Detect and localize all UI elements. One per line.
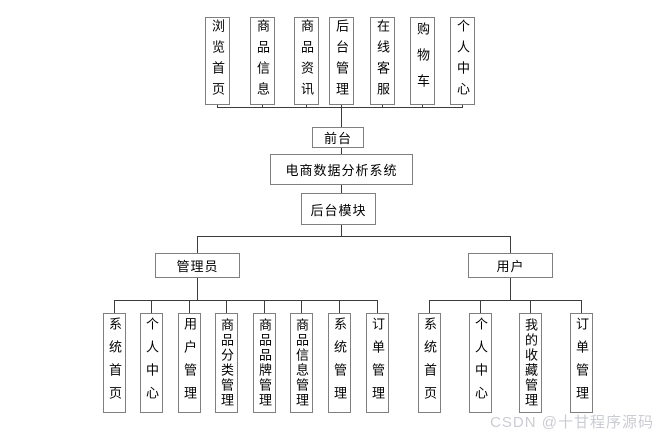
node-label: 电商数据分析系统: [285, 163, 398, 178]
node-admin-user-mgmt: 用户管理: [178, 313, 201, 413]
node-label: 用户: [496, 259, 525, 274]
node-label: 后台管理: [334, 19, 349, 103]
node-user-personal-center: 个人中心: [469, 313, 492, 413]
node-label: 商品分类管理: [219, 318, 234, 408]
node-label: 订单管理: [370, 317, 385, 409]
node-front-module-cart: 购物车: [410, 17, 435, 105]
connector-line: [480, 301, 481, 313]
connector-line: [422, 105, 423, 108]
node-label: 商品品牌管理: [257, 318, 272, 408]
connector-line: [114, 300, 378, 301]
node-admin-product-info-mgmt: 商品信息管理: [290, 313, 313, 413]
node-label: 浏览首页: [210, 19, 225, 103]
connector-line: [341, 105, 342, 108]
node-label: 在线客服: [375, 19, 390, 103]
node-front-module-backstage-mgmt: 后台管理: [329, 17, 354, 105]
node-admin-system-home: 系统首页: [103, 313, 126, 413]
connector-line: [262, 105, 263, 108]
node-label: 我的收藏管理: [523, 318, 538, 408]
node-admin: 管理员: [155, 253, 240, 278]
node-system-root: 电商数据分析系统: [270, 154, 413, 185]
node-label: 系统管理: [332, 317, 347, 409]
connector-line: [189, 301, 190, 313]
connector-line: [306, 105, 307, 108]
connector-line: [581, 301, 582, 313]
node-user: 用户: [468, 253, 553, 278]
connector-line: [114, 301, 115, 313]
connector-line: [377, 301, 378, 313]
connector-line: [530, 301, 531, 313]
node-backend-module: 后台模块: [301, 193, 376, 225]
connector-line: [462, 105, 463, 108]
connector-line: [226, 301, 227, 313]
node-label: 商品资讯: [299, 19, 314, 103]
connector-line: [197, 278, 198, 300]
connector-line: [197, 237, 198, 253]
node-label: 系统首页: [422, 317, 437, 409]
connector-line: [264, 301, 265, 313]
connector-line: [341, 225, 342, 236]
connector-line: [339, 301, 340, 313]
node-front-module-personal-center: 个人中心: [450, 17, 475, 105]
node-admin-personal-center: 个人中心: [140, 313, 163, 413]
connector-line: [341, 185, 342, 193]
connector-line: [382, 105, 383, 108]
node-label: 个人中心: [473, 317, 488, 409]
connector-line: [151, 301, 152, 313]
node-admin-system-mgmt: 系统管理: [328, 313, 351, 413]
connector-line: [301, 301, 302, 313]
node-front-module-product-info: 商品信息: [250, 17, 275, 105]
node-label: 后台模块: [310, 202, 367, 218]
connector-line: [429, 301, 430, 313]
node-label: 用户管理: [182, 317, 197, 409]
connector-line: [341, 148, 342, 154]
node-user-system-home: 系统首页: [418, 313, 441, 413]
node-user-favorites-mgmt: 我的收藏管理: [519, 313, 542, 413]
node-label: 系统首页: [107, 317, 122, 409]
node-label: 商品信息管理: [294, 318, 309, 408]
node-front-module-online-service: 在线客服: [370, 17, 395, 105]
node-label: 管理员: [176, 259, 219, 274]
node-label: 购物车: [415, 22, 430, 100]
connector-line: [341, 108, 342, 127]
connector-line: [217, 107, 463, 108]
node-label: 前台: [323, 131, 352, 146]
node-front-module-browse-home: 浏览首页: [205, 17, 230, 105]
connector-line: [510, 278, 511, 300]
node-label: 个人中心: [455, 19, 470, 103]
node-label: 商品信息: [255, 19, 270, 103]
node-front-desk: 前台: [312, 127, 364, 148]
connector-line: [429, 300, 582, 301]
node-front-module-product-news: 商品资讯: [294, 17, 319, 105]
node-user-order-mgmt: 订单管理: [570, 313, 593, 413]
node-admin-product-category-mgmt: 商品分类管理: [215, 313, 238, 413]
node-label: 个人中心: [144, 317, 159, 409]
node-label: 订单管理: [574, 317, 589, 409]
csdn-watermark: CSDN @十甘程序源码: [490, 414, 654, 431]
node-admin-product-brand-mgmt: 商品品牌管理: [253, 313, 276, 413]
connector-line: [197, 236, 511, 237]
node-admin-order-mgmt: 订单管理: [366, 313, 389, 413]
connector-line: [217, 105, 218, 108]
connector-line: [510, 237, 511, 253]
